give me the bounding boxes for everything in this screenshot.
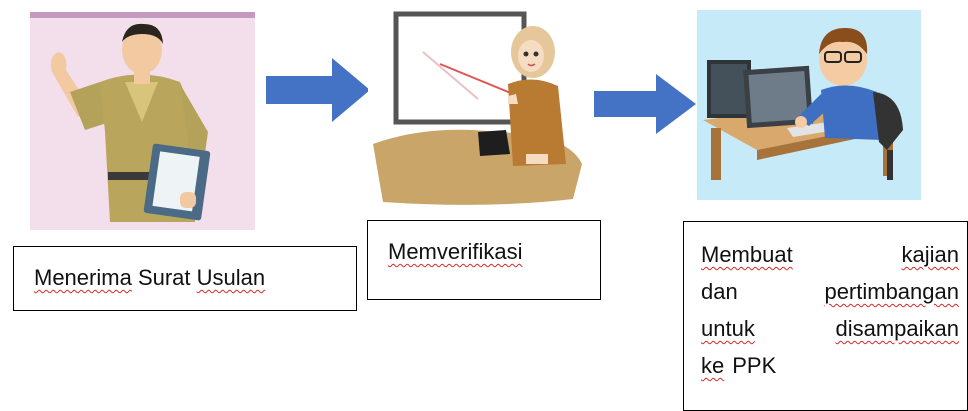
step-2-text: Memverifikasi	[388, 239, 523, 264]
step-3-word: kajian	[901, 242, 959, 267]
step-1-word: Menerima	[34, 265, 132, 290]
step-1-word: Surat	[137, 265, 191, 290]
computer-worker-illustration	[697, 10, 921, 200]
step-3-line: ke PPK	[701, 347, 959, 384]
step-3-word: Membuat	[701, 242, 793, 267]
step-2-box: Memverifikasi	[367, 220, 601, 300]
arrow-right-icon	[594, 74, 696, 139]
teacher-whiteboard-illustration	[368, 4, 586, 214]
step-3-word: pertimbangan	[824, 279, 959, 304]
step-3-word: untuk	[701, 316, 755, 341]
step-3-word: dan	[701, 279, 738, 304]
step-3-line: dan pertimbangan	[701, 273, 959, 310]
step-3-line: untuk disampaikan	[701, 310, 959, 347]
arrow-right-icon	[266, 58, 370, 127]
step-1-box: Menerima Surat Usulan	[13, 246, 357, 311]
step-1-word: Usulan	[196, 265, 266, 290]
step-3-word: ke	[701, 353, 725, 378]
step-3-word: disampaikan	[835, 316, 959, 341]
step-3-line: Membuat kajian	[701, 236, 959, 273]
step-3-box: Membuat kajian dan pertimbangan untuk di…	[683, 221, 968, 411]
step-3-word: PPK	[732, 353, 777, 378]
officer-illustration	[30, 12, 255, 230]
